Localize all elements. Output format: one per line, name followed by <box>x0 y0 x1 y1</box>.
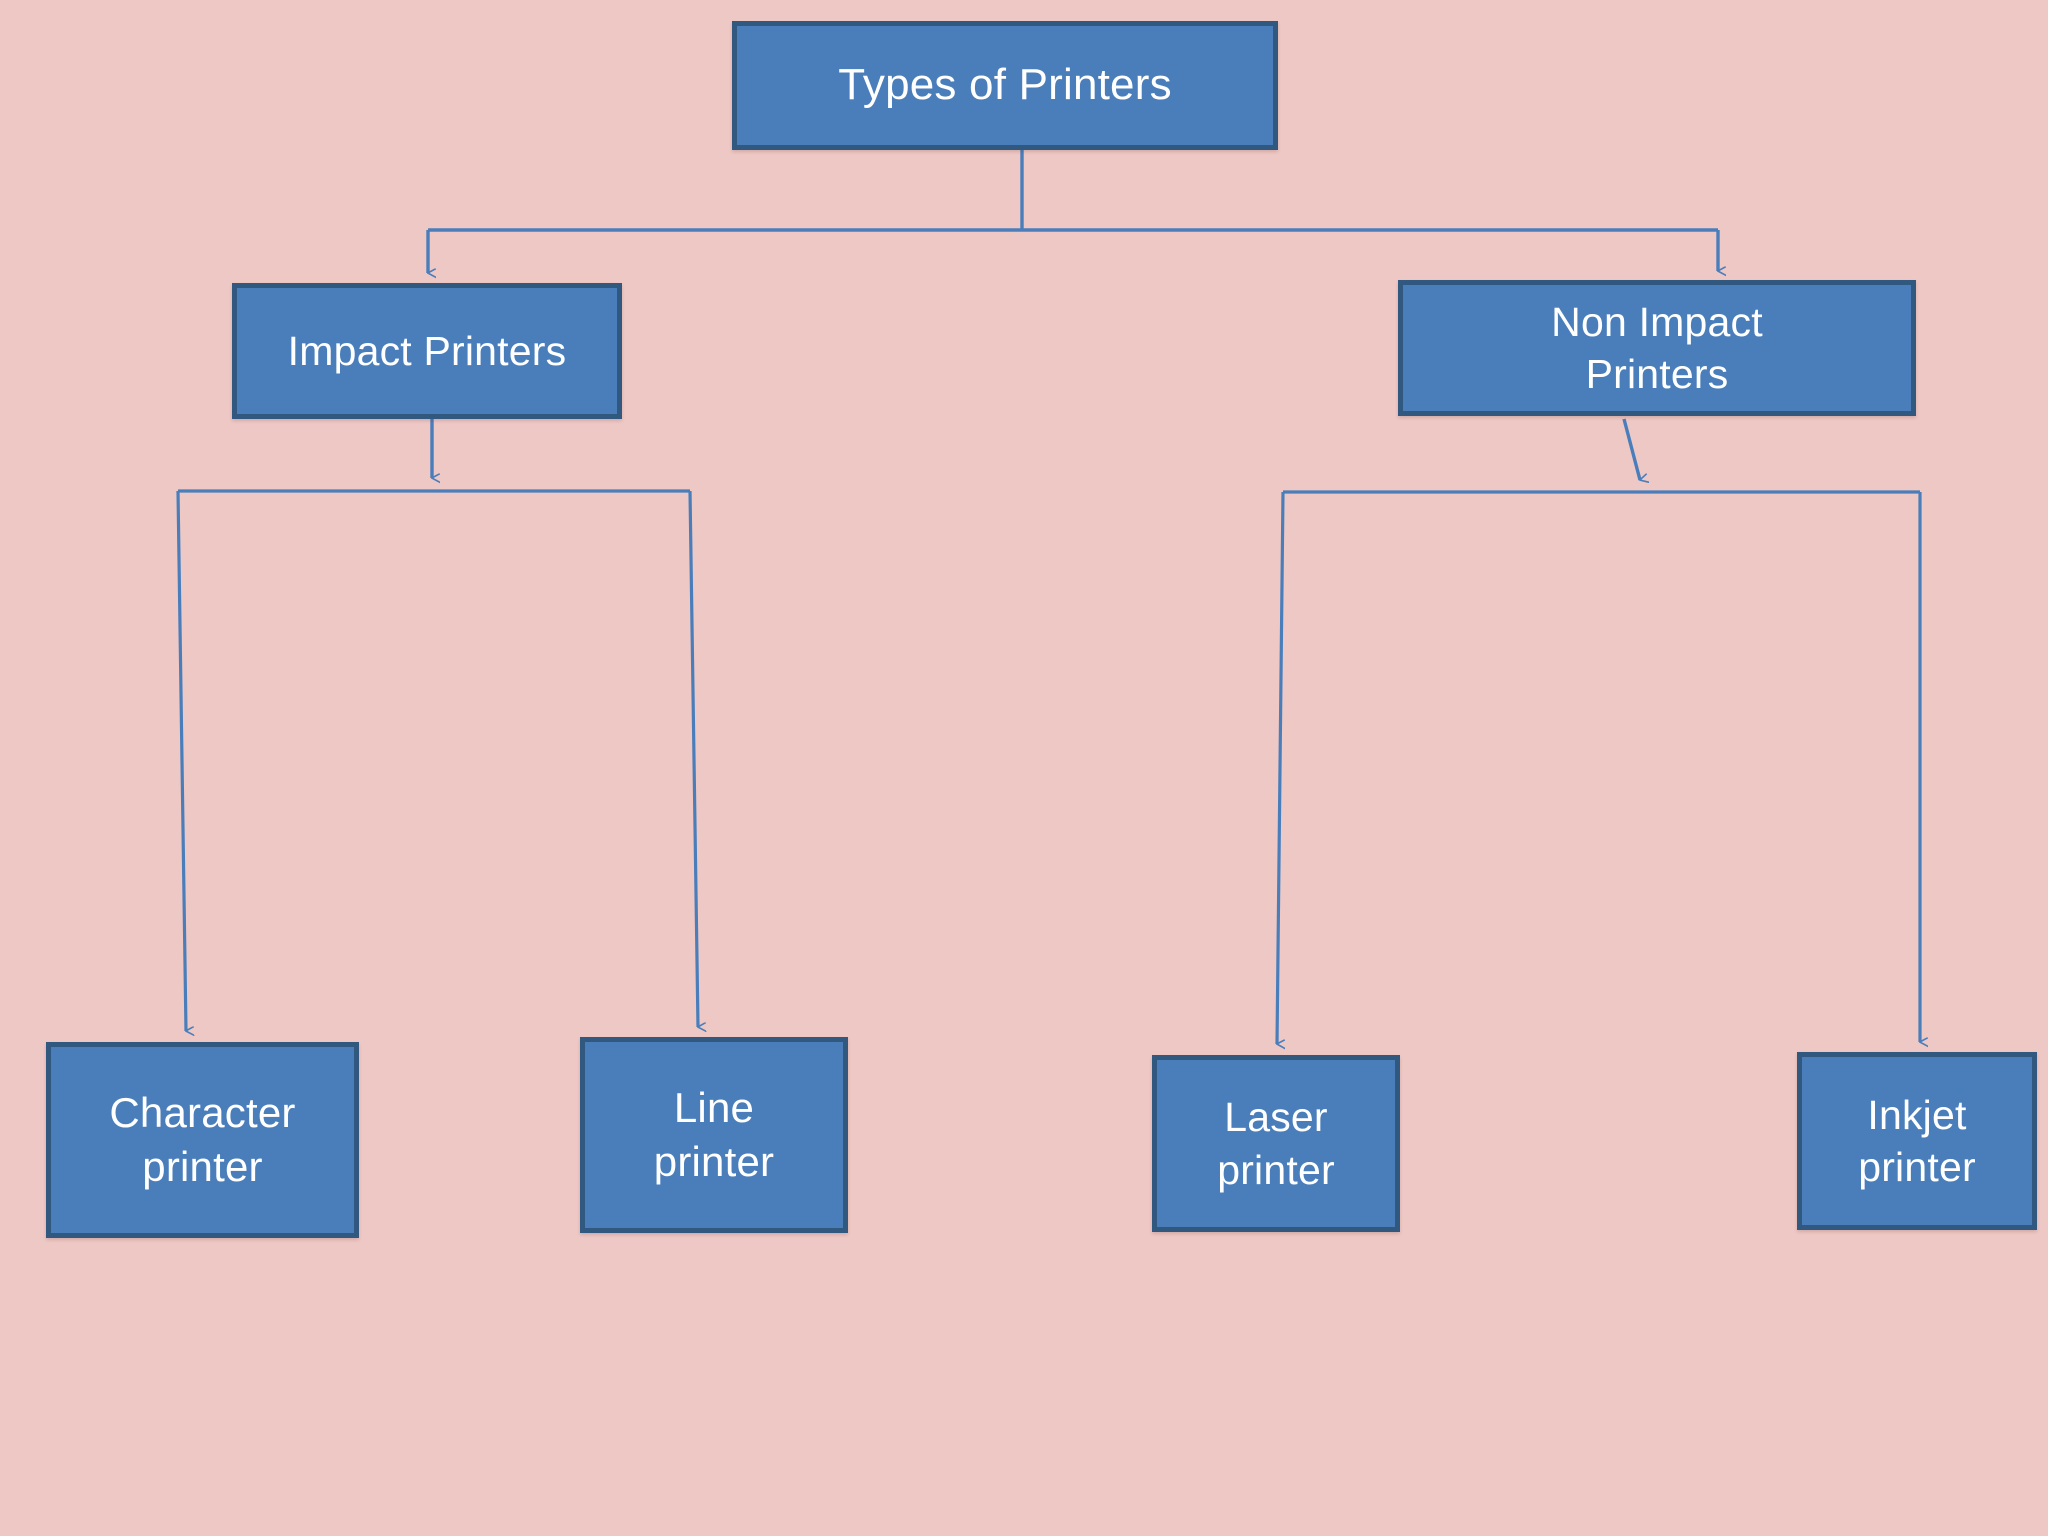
node-line-printer[interactable]: Line printer <box>580 1037 848 1233</box>
node-label: Character printer <box>109 1089 296 1190</box>
node-types-of-printers[interactable]: Types of Printers <box>732 21 1278 150</box>
node-label: Line printer <box>653 1084 775 1185</box>
connector-impact-to-character <box>176 490 186 1031</box>
connector-non-impact-to-laser <box>1275 491 1283 1044</box>
node-label: Types of Printers <box>838 60 1172 110</box>
node-label: Impact Printers <box>287 327 567 374</box>
node-label: Non Impact Printers <box>1551 298 1763 397</box>
node-character-printer[interactable]: Character printer <box>46 1042 359 1238</box>
node-inkjet-printer[interactable]: Inkjet printer <box>1797 1052 2037 1230</box>
node-label: Inkjet printer <box>1858 1091 1976 1190</box>
connector-non-impact-stem <box>1622 418 1640 480</box>
connector-impact-to-line <box>688 490 698 1027</box>
node-laser-printer[interactable]: Laser printer <box>1152 1055 1400 1232</box>
node-non-impact-printers[interactable]: Non Impact Printers <box>1398 280 1916 416</box>
node-impact-printers[interactable]: Impact Printers <box>232 283 622 419</box>
node-label: Laser printer <box>1217 1094 1335 1193</box>
